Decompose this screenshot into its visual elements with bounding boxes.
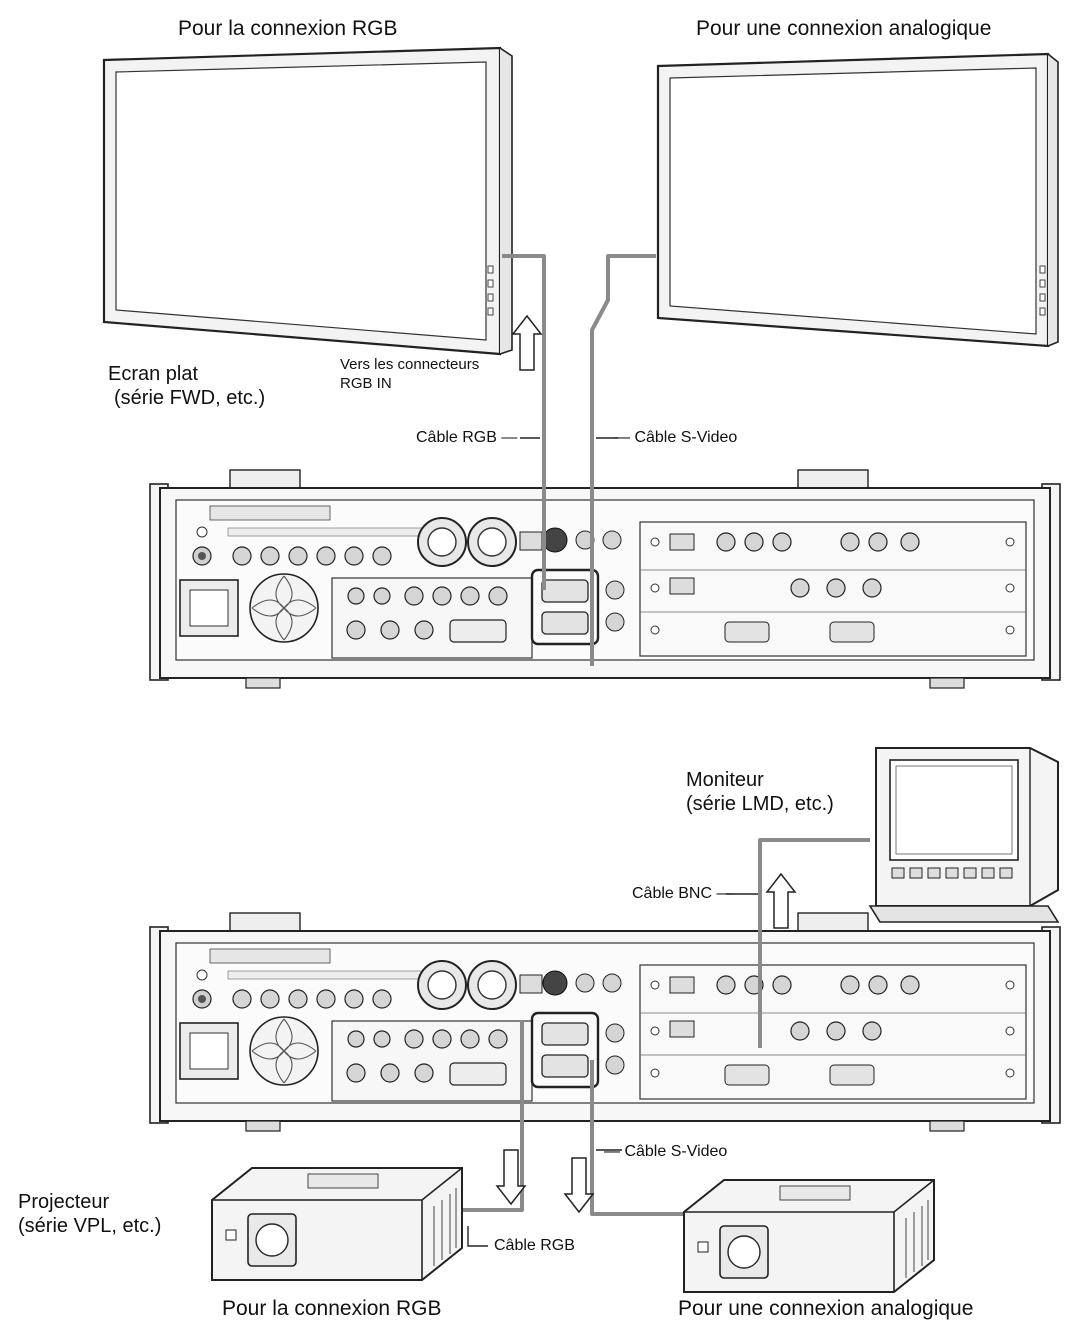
top-svideo-cable-label: — Câble S-Video <box>614 429 738 446</box>
arrow-down-rgb-projector <box>495 1149 527 1206</box>
flat-screen-label-line2: (série FWD, etc.) <box>114 387 266 409</box>
top-cables <box>502 254 656 666</box>
arrow-up-bnc <box>765 872 797 929</box>
to-rgb-in-line1: Vers les connecteurs <box>340 356 480 373</box>
monitor-label: Moniteur (série LMD, etc.) <box>686 768 834 816</box>
top-rgb-cable-label: Câble RGB — <box>416 429 518 446</box>
bottom-svideo-cable-label: — Câble S-Video <box>604 1143 728 1160</box>
projector-right <box>683 1179 935 1293</box>
flat-screen-label-line1: Ecran plat <box>108 363 199 385</box>
bottom-left-caption: Pour la connexion RGB <box>222 1297 442 1320</box>
bottom-leaders <box>467 893 758 1247</box>
projector-label: Projecteur (série VPL, etc.) <box>18 1190 161 1238</box>
top-right-title: Pour une connexion analogique <box>696 17 992 40</box>
monitor-lmd <box>868 747 1060 923</box>
top-left-title: Pour la connexion RGB <box>178 17 398 40</box>
arrow-down-svideo-projector <box>563 1157 595 1214</box>
flat-screen-label: Ecran plat (série FWD, etc.) <box>108 362 265 410</box>
monitor-label-line2: (série LMD, etc.) <box>686 793 834 815</box>
arrow-up-rgb-in <box>511 314 543 371</box>
bnc-cable-label: Câble BNC — <box>632 885 733 902</box>
rear-panel-bottom <box>148 911 1062 1133</box>
to-rgb-in-line2: RGB IN <box>340 374 392 392</box>
bottom-right-caption: Pour une connexion analogique <box>678 1297 974 1320</box>
projector-label-line1: Projecteur <box>18 1191 110 1213</box>
projector-label-line2: (série VPL, etc.) <box>18 1215 162 1237</box>
flat-screen-right <box>656 52 1059 348</box>
flat-screen-left <box>102 46 513 356</box>
to-rgb-in-label: Vers les connecteurs RGB IN <box>340 356 479 394</box>
monitor-label-line1: Moniteur <box>686 769 764 791</box>
rear-panel-top <box>148 468 1062 690</box>
bottom-cables <box>458 838 870 1216</box>
bottom-rgb-cable-label: Câble RGB <box>494 1237 575 1254</box>
projector-left <box>211 1167 463 1281</box>
